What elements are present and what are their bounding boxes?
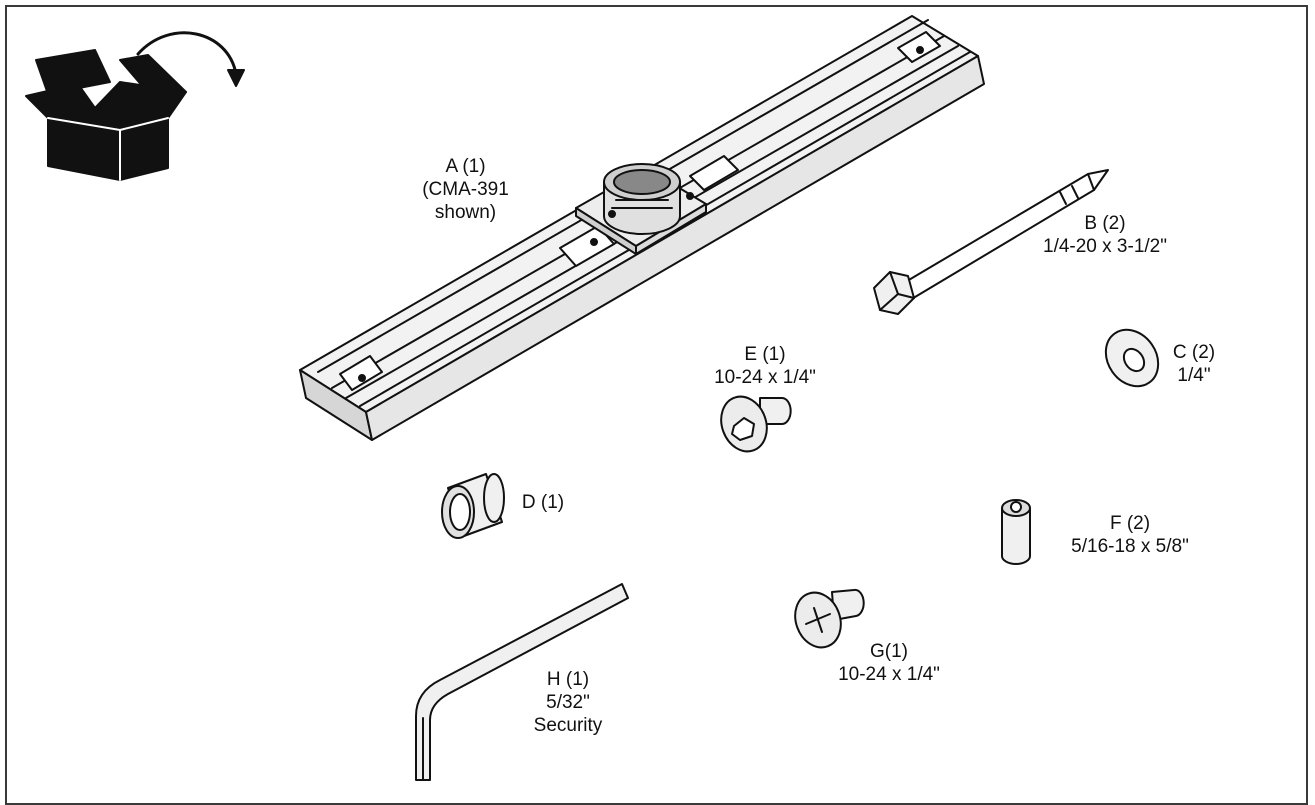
part-e-socket-screw: [720, 395, 792, 453]
label-part-a-note: shown): [434, 202, 497, 223]
label-part-g-size: 10-24 x 1/4": [838, 664, 940, 685]
label-part-g-id: G(1): [870, 641, 908, 662]
label-part-e: E (1) 10-24 x 1/4": [690, 343, 840, 389]
open-box-unpack-icon: [25, 31, 245, 181]
label-part-d: D (1): [510, 491, 576, 514]
label-part-c-id: C (2): [1172, 342, 1216, 363]
diagram-frame: [5, 5, 1308, 805]
label-part-h-type: Security: [533, 715, 603, 736]
label-part-b-size: 1/4-20 x 3-1/2": [1043, 236, 1167, 257]
label-part-f-id: F (2): [1109, 513, 1151, 534]
label-part-f-size: 5/16-18 x 5/8": [1071, 536, 1189, 557]
label-part-a-id: A (1): [445, 156, 486, 177]
label-part-c: C (2) 1/4": [1154, 341, 1234, 387]
label-part-f: F (2) 5/16-18 x 5/8": [1040, 512, 1220, 558]
part-h-hex-key: [415, 583, 629, 781]
part-d-spacer: [441, 473, 505, 539]
label-part-h-id: H (1): [546, 669, 590, 690]
part-g-phillips-screw: [794, 588, 865, 649]
label-part-e-size: 10-24 x 1/4": [714, 367, 816, 388]
part-c-washer: [1104, 328, 1160, 388]
label-part-a: A (1) (CMA-391 shown): [398, 155, 533, 224]
label-part-e-id: E (1): [744, 344, 786, 365]
label-part-b: B (2) 1/4-20 x 3-1/2": [1010, 212, 1200, 258]
label-part-g: G(1) 10-24 x 1/4": [814, 640, 964, 686]
label-part-d-id: D (1): [521, 492, 565, 513]
part-a-coupler: [575, 163, 707, 255]
part-f-barrel-nut: [1001, 499, 1031, 565]
label-part-b-id: B (2): [1084, 213, 1126, 234]
label-part-a-model: (CMA-391: [422, 179, 509, 200]
label-part-h: H (1) 5/32" Security: [510, 668, 626, 737]
part-b-hex-bolt: [873, 169, 1109, 315]
label-part-h-size: 5/32": [546, 692, 590, 713]
label-part-c-size: 1/4": [1177, 365, 1211, 386]
